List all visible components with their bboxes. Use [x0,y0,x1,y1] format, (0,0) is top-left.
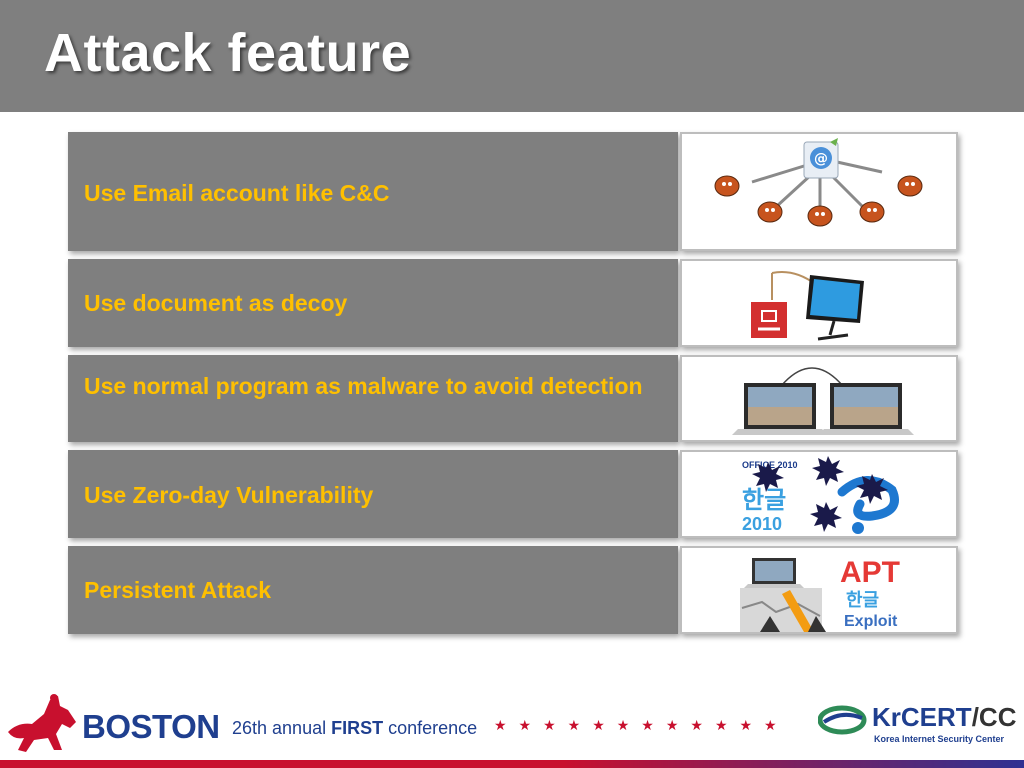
feature-label-box: Use document as decoy [68,259,678,347]
krcert-cc: /CC [971,702,1017,732]
feature-label: Use normal program as malware to avoid d… [84,373,643,399]
laptop-icon [744,558,804,588]
krcert-wordmark: KrCERT/CC [872,702,1016,733]
feature-label-box: Use normal program as malware to avoid d… [68,355,678,442]
laptop-left-icon [732,383,828,435]
monitor-icon [806,275,864,341]
star-divider: ★★★★★★★★★★★★ [494,718,789,734]
slide-header: Attack feature [0,0,1024,112]
hangul-top-text: OFFICE 2010 [742,460,798,470]
email-icon-text: @ [814,151,828,167]
feature-row-normal-program: Use normal program as malware to avoid d… [68,355,958,442]
two-laptops-connected [680,355,958,442]
feature-label-box: Use Email account like C&C [68,132,678,251]
feature-label-box: Use Zero-day Vulnerability [68,450,678,538]
feature-label-box: Persistent Attack [68,546,678,634]
conference-text: 26th annual FIRST conference [232,718,477,739]
slide-footer: BOSTON 26th annual FIRST conference ★★★★… [0,688,1024,768]
feature-row-persistent: Persistent Attack APT 한글 Exploit [68,546,958,634]
feature-label: Persistent Attack [84,577,272,603]
decoy-document-monitor [680,259,958,347]
hangul-text: 한글 [742,486,786,514]
apt-hangul-text: 한글 [846,590,879,611]
feature-row-email: Use Email account like C&C @ [68,132,958,251]
feature-label: Use Email account like C&C [84,180,390,206]
email-icon: @ [803,138,839,179]
apt-exploit-text: Exploit [844,613,898,630]
hangul-year: 2010 [742,514,782,534]
krcert-kr: Kr [872,702,901,732]
krcert-swoosh-icon [818,705,867,735]
apt-text: APT [840,556,900,589]
burst-icons [752,456,888,532]
email-cc-diagram: @ [680,132,958,251]
boston-wordmark: BOSTON [82,708,220,745]
footer-color-bar [0,760,1024,768]
feature-label: Use document as decoy [84,290,348,316]
laptop-right-icon [818,383,914,435]
apt-exploit-graphic: APT 한글 Exploit [680,546,958,634]
hangul-2010-logo: OFFICE 2010 한글 2010 [680,450,958,538]
slide-title: Attack feature [44,23,412,83]
conference-suffix: conference [383,718,478,738]
conference-first: FIRST [331,718,384,738]
feature-row-decoy: Use document as decoy [68,259,958,347]
conference-prefix: 26th annual [232,718,332,738]
horse-rider-logo-icon [8,694,76,752]
feature-label: Use Zero-day Vulnerability [84,482,374,508]
krcert-cert: CERT [900,702,972,732]
pdf-document-icon [749,300,789,340]
feature-row-zero-day: Use Zero-day Vulnerability OFFICE 2010 한… [68,450,958,538]
krcert-subtitle: Korea Internet Security Center [874,734,1005,744]
